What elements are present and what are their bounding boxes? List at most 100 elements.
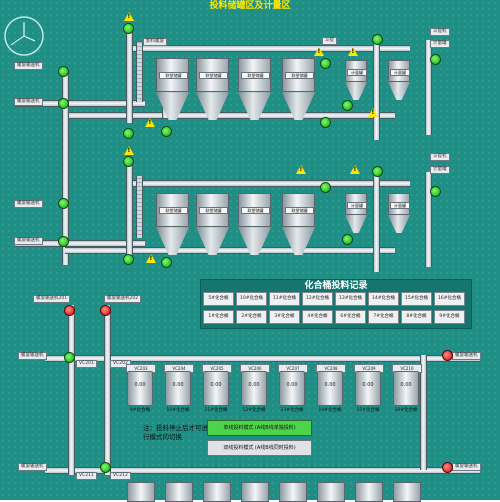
storage-tank: 联塑储罐: [196, 193, 229, 255]
mixer-button[interactable]: 7#化合桶: [368, 310, 399, 324]
equipment-label: 螺旋输送机: [452, 463, 481, 471]
chute: [136, 176, 143, 238]
storage-tank: 联塑储罐: [238, 193, 271, 255]
valve-indicator[interactable]: [320, 182, 331, 193]
valve-indicator[interactable]: [58, 198, 69, 209]
valve-indicator[interactable]: [58, 98, 69, 109]
equipment-label: 螺旋输送机: [14, 98, 43, 106]
valve-indicator-stopped[interactable]: [442, 462, 453, 473]
valve-indicator[interactable]: [372, 166, 383, 177]
equipment-label: 螺旋输送机: [14, 62, 43, 70]
equipment-label: 斗提: [322, 37, 337, 45]
valve-indicator-stopped[interactable]: [100, 305, 111, 316]
storage-tank: 联塑储罐: [156, 58, 189, 120]
metering-tank: 计量罐: [345, 60, 367, 100]
valve-indicator[interactable]: [430, 186, 441, 197]
valve-indicator-stopped[interactable]: [64, 305, 75, 316]
mixer-button[interactable]: 16#化合桶: [434, 292, 465, 306]
pipe-code: VC211: [76, 472, 97, 480]
storage-tank: 联塑储罐: [282, 193, 315, 255]
valve-indicator[interactable]: [123, 23, 134, 34]
storage-tank: 联塑储罐: [238, 58, 271, 120]
single-line-mode-button[interactable]: 单线投料模式 (A线B线单独投料): [207, 420, 312, 436]
mixer-button[interactable]: 3#化合桶: [269, 310, 300, 324]
storage-tank: 联塑储罐: [156, 193, 189, 255]
equipment-label: 螺旋输送机: [14, 237, 43, 245]
warning-icon: !: [146, 254, 156, 263]
mixer-button[interactable]: 4#化合桶: [302, 310, 333, 324]
valve-indicator[interactable]: [123, 128, 134, 139]
mixer-button[interactable]: 6#化合桶: [335, 310, 366, 324]
pipe-code: VC201: [76, 360, 97, 368]
pipe: [104, 305, 111, 475]
pipe: [126, 162, 133, 257]
equipment-label: 计量罐: [430, 166, 450, 174]
warning-icon: !: [348, 47, 358, 56]
metering-tank: 计量罐: [388, 193, 410, 233]
pipe: [45, 467, 480, 474]
mixer-drum-row-partial: [127, 478, 427, 502]
panel-title: 化合桶投料记录: [304, 281, 368, 291]
equipment-label: 计量罐: [430, 40, 450, 48]
pipe: [126, 28, 133, 123]
mixer-button[interactable]: 12#化合桶: [302, 292, 333, 306]
valve-indicator[interactable]: [320, 58, 331, 69]
valve-indicator[interactable]: [161, 126, 172, 137]
warning-icon: !: [296, 165, 306, 174]
storage-tank: 联塑储罐: [196, 58, 229, 120]
mode-switch-note: 注：投料停止后才可进行模式的切换: [143, 424, 208, 441]
warning-icon: !: [368, 108, 378, 117]
valve-indicator[interactable]: [100, 462, 111, 473]
valve-indicator[interactable]: [123, 254, 134, 265]
valve-indicator[interactable]: [372, 34, 383, 45]
mixer-button[interactable]: 13#化合桶: [335, 292, 366, 306]
pipe: [130, 180, 410, 187]
warning-icon: !: [145, 118, 155, 127]
pipe: [45, 355, 480, 362]
dual-line-mode-button[interactable]: 双线投料模式 (A线B线同时投料): [207, 440, 312, 456]
pipe: [65, 112, 395, 119]
valve-indicator[interactable]: [64, 352, 75, 363]
valve-indicator[interactable]: [320, 117, 331, 128]
valve-indicator[interactable]: [58, 66, 69, 77]
storage-tank: 联塑储罐: [282, 58, 315, 120]
valve-indicator[interactable]: [123, 156, 134, 167]
page-title: 投料储罐区及计量区: [209, 1, 291, 11]
mixer-button[interactable]: 10#化合桶: [236, 292, 267, 306]
equipment-label: 螺旋输送机: [18, 463, 47, 471]
warning-icon: !: [314, 47, 324, 56]
warning-icon: !: [124, 12, 134, 21]
mixer-button[interactable]: 11#化合桶: [269, 292, 300, 306]
valve-indicator[interactable]: [161, 257, 172, 268]
mixer-button[interactable]: 15#化合桶: [401, 292, 432, 306]
pipe: [425, 40, 432, 135]
valve-indicator[interactable]: [342, 100, 353, 111]
mixer-button[interactable]: 8#化合桶: [401, 310, 432, 324]
pipe: [425, 172, 432, 267]
equipment-label: 卸料螺旋: [143, 38, 167, 46]
metering-tank: 计量罐: [388, 60, 410, 100]
mixer-button[interactable]: 14#化合桶: [368, 292, 399, 306]
equipment-label: 螺旋输送机: [452, 352, 481, 360]
valve-indicator[interactable]: [58, 236, 69, 247]
mixer-button[interactable]: 5#化合桶: [203, 292, 234, 306]
pipe: [15, 100, 145, 107]
valve-indicator[interactable]: [430, 54, 441, 65]
valve-indicator-stopped[interactable]: [442, 350, 453, 361]
mixer-button[interactable]: 9#化合桶: [434, 310, 465, 324]
metering-tank: 计量罐: [345, 193, 367, 233]
clock-gear-icon: [4, 16, 44, 56]
equipment-label: 螺旋输送机202: [104, 295, 142, 303]
mixer-button[interactable]: 1#化合桶: [203, 310, 234, 324]
mixer-button[interactable]: 2#化合桶: [236, 310, 267, 324]
chute: [136, 42, 143, 102]
valve-indicator[interactable]: [342, 234, 353, 245]
